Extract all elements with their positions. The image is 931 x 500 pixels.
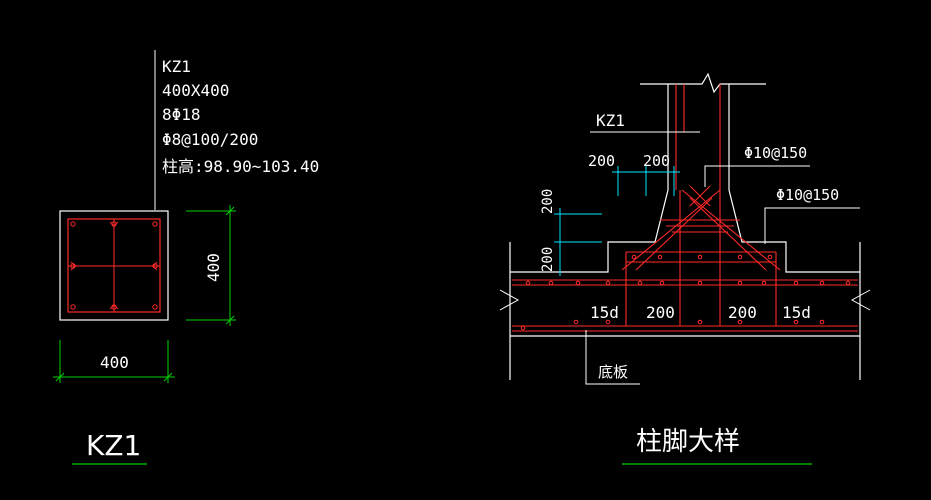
column-stirrups-label: Φ8@100/200 xyxy=(162,130,258,149)
footing-rebar-label-2: Φ10@150 xyxy=(776,186,839,204)
footing-slab-leader xyxy=(585,330,640,385)
footing-rebar-label-1: Φ10@150 xyxy=(744,144,807,162)
column-width-dim-text: 400 xyxy=(100,353,129,372)
footing-bottom-dim-left: 200 xyxy=(646,303,675,322)
footing-dim-top-left: 200 xyxy=(588,152,615,170)
footing-bottom-dim-right: 200 xyxy=(728,303,757,322)
column-outline xyxy=(59,210,169,321)
footing-column-label: KZ1 xyxy=(596,111,625,130)
footing-dim-left-upper: 200 xyxy=(540,189,556,214)
footing-detail-title: 柱脚大样 xyxy=(636,427,740,457)
footing-detail-view: KZ1 Φ10@150 Φ10@150 200 200 200 200 15d … xyxy=(499,72,871,465)
footing-anchor-right: 15d xyxy=(782,303,811,322)
footing-rebar-leader-2 xyxy=(764,207,860,244)
column-width-dimension xyxy=(53,340,175,383)
column-height-dim-text: 400 xyxy=(204,253,223,282)
footing-slab-label: 底板 xyxy=(598,363,628,381)
column-height-dimension xyxy=(186,205,236,326)
footing-left-dimensions xyxy=(554,208,602,276)
footing-top-dimensions xyxy=(612,166,680,196)
footing-dim-top-right: 200 xyxy=(643,152,670,170)
footing-outline xyxy=(509,189,861,380)
column-elevation-label: 柱高:98.90~103.40 xyxy=(162,157,319,176)
column-section-title: KZ1 xyxy=(86,429,141,462)
footing-slab-break-marks xyxy=(499,289,871,311)
column-main-bars-label: 8Φ18 xyxy=(162,105,201,124)
footing-rebar-dots xyxy=(520,254,851,331)
column-section-view: KZ1 400X400 8Φ18 Φ8@100/200 柱高:98.90~103… xyxy=(53,50,319,465)
footing-dim-left-lower: 200 xyxy=(540,247,556,272)
footing-rebar-leader-1 xyxy=(704,165,810,187)
footing-anchor-left: 15d xyxy=(590,303,619,322)
column-size-label: 400X400 xyxy=(162,81,229,100)
column-name-label: KZ1 xyxy=(162,57,191,76)
column-main-bars xyxy=(70,221,158,310)
